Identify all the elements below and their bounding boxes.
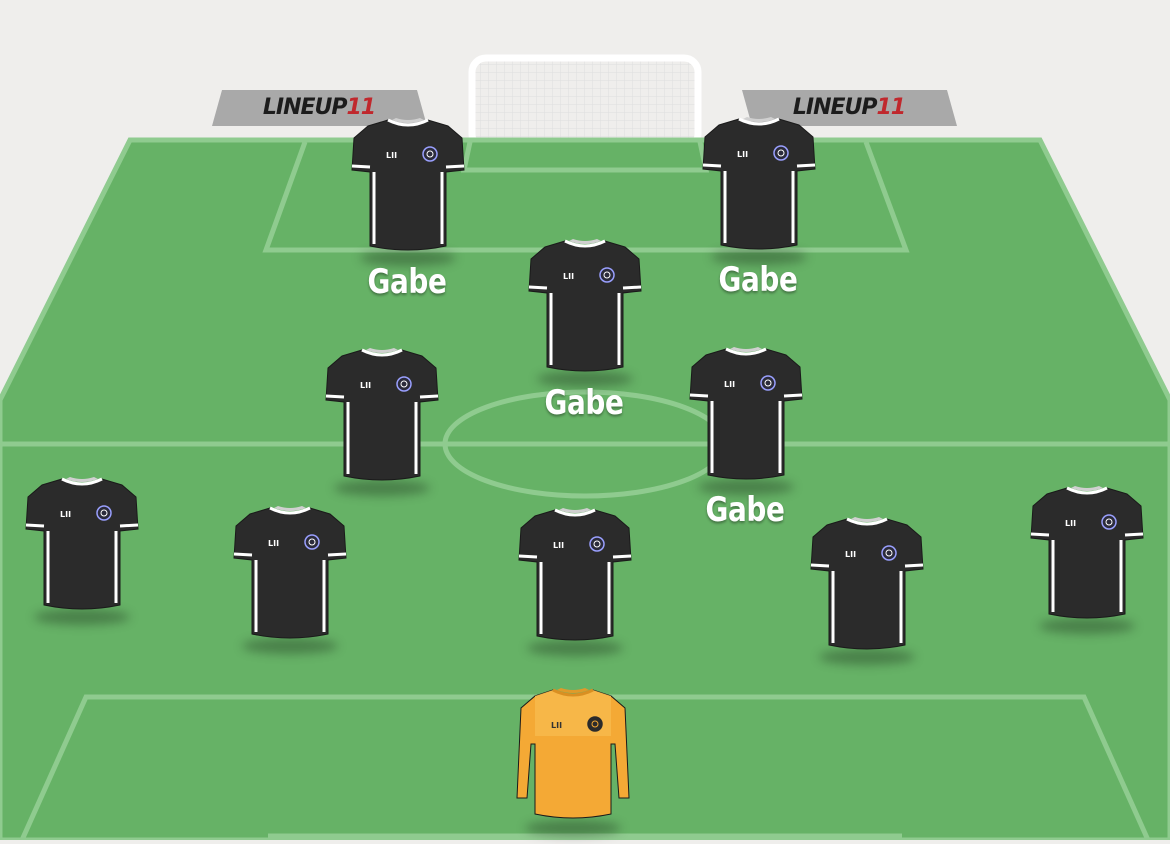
shirt-graphic: LII bbox=[325, 348, 439, 481]
shirt-shadow bbox=[537, 371, 633, 387]
player-name[interactable]: Gabe bbox=[367, 262, 447, 302]
kit-brand-text: LII bbox=[60, 510, 71, 519]
club-badge-icon bbox=[589, 536, 605, 552]
player-shirt[interactable]: LII bbox=[348, 114, 468, 274]
svg-text:LINEUP11: LINEUP11 bbox=[263, 95, 375, 120]
club-badge-icon bbox=[396, 376, 412, 392]
club-badge-icon bbox=[599, 267, 615, 283]
club-badge-icon bbox=[760, 375, 776, 391]
kit-brand-text: LII bbox=[845, 550, 856, 559]
kit-brand-text: LII bbox=[551, 721, 562, 730]
shirt-shadow bbox=[334, 480, 430, 496]
kit-brand-text: LII bbox=[1065, 519, 1076, 528]
shirt-graphic: LII bbox=[516, 688, 630, 819]
shirt-graphic: LII bbox=[702, 117, 816, 250]
player-shirt[interactable]: LII bbox=[686, 343, 806, 503]
club-badge-icon bbox=[587, 716, 603, 732]
shirt-shadow bbox=[34, 609, 130, 625]
shirt-graphic: LII bbox=[25, 477, 139, 610]
shirt-shadow bbox=[360, 250, 456, 266]
player-shirt[interactable]: LII bbox=[525, 235, 645, 395]
player-shirt[interactable]: LII bbox=[807, 513, 927, 673]
shirt-graphic: LII bbox=[689, 347, 803, 480]
player-shirt[interactable]: LII bbox=[515, 504, 635, 664]
shirt-shadow bbox=[819, 649, 915, 665]
sponsor-board-right: LINEUP11 bbox=[742, 90, 957, 126]
svg-text:LINEUP11: LINEUP11 bbox=[793, 95, 905, 120]
player-shirt[interactable]: LII bbox=[1027, 482, 1147, 642]
shirt-graphic: LII bbox=[1030, 486, 1144, 619]
six-yard-box-top bbox=[460, 141, 710, 173]
kit-brand-text: LII bbox=[553, 541, 564, 550]
goal-net bbox=[468, 54, 702, 152]
sponsor-board-left: LINEUP11 bbox=[212, 90, 427, 126]
sponsor-number: 11 bbox=[347, 95, 376, 120]
sponsor-number: 11 bbox=[877, 95, 906, 120]
shirt-shadow bbox=[527, 640, 623, 656]
player-shirt[interactable]: LII bbox=[699, 113, 819, 273]
player-shirt[interactable]: LII bbox=[322, 344, 442, 504]
shirt-graphic: LII bbox=[233, 506, 347, 639]
kit-brand-text: LII bbox=[386, 151, 397, 160]
shirt-graphic: LII bbox=[518, 508, 632, 641]
shirt-shadow bbox=[525, 820, 621, 836]
shirt-shadow bbox=[1039, 618, 1135, 634]
kit-brand-text: LII bbox=[563, 272, 574, 281]
shirt-shadow bbox=[711, 249, 807, 265]
player-name[interactable]: Gabe bbox=[705, 490, 785, 530]
shirt-graphic: LII bbox=[351, 118, 465, 251]
player-shirt[interactable]: LII bbox=[22, 473, 142, 633]
kit-brand-text: LII bbox=[724, 380, 735, 389]
club-badge-icon bbox=[773, 145, 789, 161]
pitch-surface bbox=[0, 140, 1170, 840]
sponsor-text: LINEUP bbox=[793, 95, 878, 120]
sponsor-text: LINEUP bbox=[263, 95, 348, 120]
club-badge-icon bbox=[881, 545, 897, 561]
player-name[interactable]: Gabe bbox=[718, 260, 798, 300]
kit-brand-text: LII bbox=[268, 539, 279, 548]
player-shirt[interactable]: LII bbox=[513, 684, 633, 844]
player-name[interactable]: Gabe bbox=[544, 383, 624, 423]
shirt-graphic: LII bbox=[810, 517, 924, 650]
shirt-shadow bbox=[698, 479, 794, 495]
club-badge-icon bbox=[304, 534, 320, 550]
kit-brand-text: LII bbox=[360, 381, 371, 390]
kit-brand-text: LII bbox=[737, 150, 748, 159]
shirt-shadow bbox=[242, 638, 338, 654]
club-badge-icon bbox=[1101, 514, 1117, 530]
club-badge-icon bbox=[422, 146, 438, 162]
player-shirt[interactable]: LII bbox=[230, 502, 350, 662]
club-badge-icon bbox=[96, 505, 112, 521]
shirt-graphic: LII bbox=[528, 239, 642, 372]
